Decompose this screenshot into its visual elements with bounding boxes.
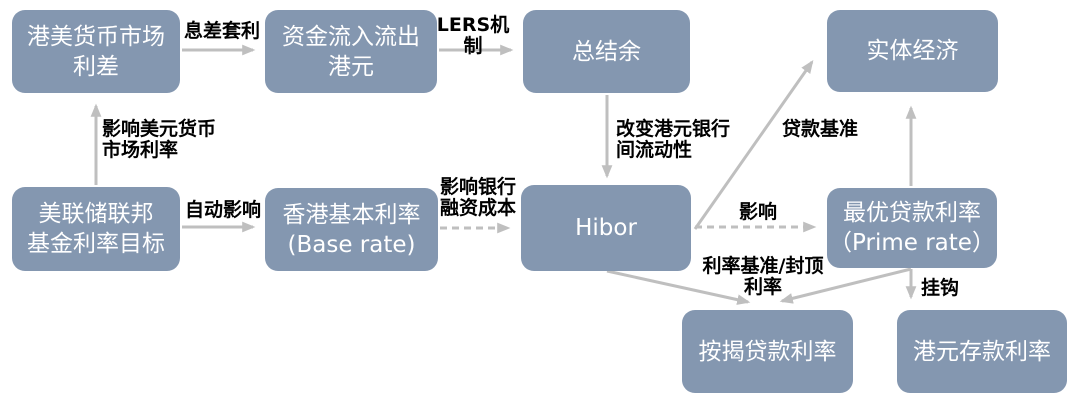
node-real-economy: 实体经济 [827,10,998,92]
edge-label-affect-usd-market: 影响美元货币 市场利率 [102,118,217,161]
edge-label-change-liquidity: 改变港元银行 间流动性 [616,118,731,161]
edge-label-peg: 挂钩 [921,277,960,299]
node-mortgage-rate: 按揭贷款利率 [682,310,853,393]
edge-label-auto-affect: 自动影响 [184,199,261,221]
edge-label-interest-arbitrage: 息差套利 [183,20,260,42]
node-hibor: Hibor [521,185,691,271]
node-capital-flow: 资金流入流出 港元 [265,10,437,93]
node-fed-funds-target: 美联储联邦 基金利率目标 [12,187,180,271]
edge-label-loan-benchmark: 贷款基准 [781,118,858,140]
edge-label-rate-benchmark-cap: 利率基准/封顶 利率 [702,255,824,298]
edge-label-affect: 影响 [738,201,777,223]
edge-label-affect-funding-cost: 影响银行 融资成本 [439,176,516,219]
node-aggregate-balance: 总结余 [523,10,690,93]
node-hkd-deposit-rate: 港元存款利率 [897,310,1067,393]
edge-label-lers-mechanism: LERS机 制 [436,14,510,57]
edge-hibor-to-mortgage [606,269,751,305]
edge-hibor-to-realeconomy [693,60,814,230]
node-hk-us-spread: 港美货币市场 利差 [12,10,180,93]
node-hk-base-rate: 香港基本利率 (Base rate) [265,188,438,271]
edge-prime-to-mortgage [779,267,912,304]
node-prime-rate: 最优贷款利率 （Prime rate） [827,188,997,268]
